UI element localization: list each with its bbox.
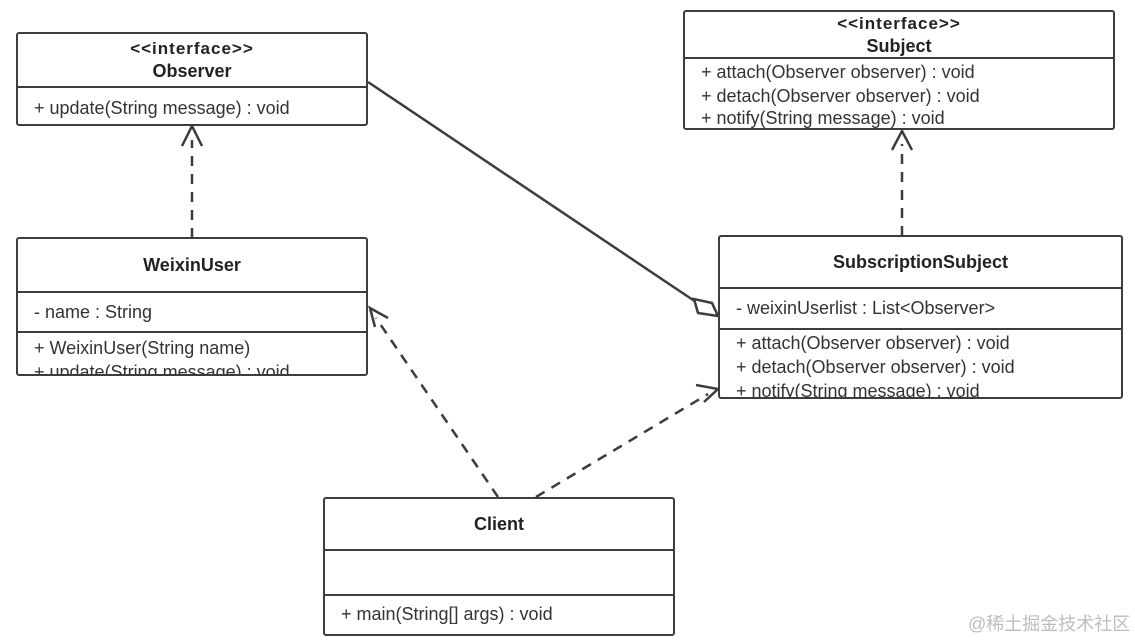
subject-name: Subject: [866, 35, 932, 56]
subject-method: + notify(String message) : void: [701, 108, 945, 128]
client-class-box: Client + main(String[] args) : void: [323, 497, 675, 636]
observer-methods: + update(String message) : void: [18, 86, 366, 124]
subject-interface-box: <<interface>> Subject + attach(Observer …: [683, 10, 1115, 130]
subscriptionsubject-attribute: - weixinUserlist : List<Observer>: [736, 298, 996, 318]
subscriptionsubject-header: SubscriptionSubject: [720, 237, 1121, 287]
subject-stereotype: <<interface>>: [837, 13, 961, 33]
watermark-text: @稀土掘金技术社区: [968, 614, 1131, 634]
subscriptionsubject-method: + notify(String message) : void: [736, 381, 980, 397]
subject-method: + attach(Observer observer) : void: [701, 62, 975, 82]
dependency-arrowhead-weixinuser: [368, 305, 389, 328]
subject-methods: + attach(Observer observer) : void + det…: [685, 57, 1113, 128]
weixinuser-attributes: - name : String: [18, 291, 366, 331]
observer-method: + update(String message) : void: [34, 98, 290, 118]
dependency-client-subscriptionsubject: [535, 392, 709, 499]
subscriptionsubject-methods: + attach(Observer observer) : void + det…: [720, 328, 1121, 397]
client-header: Client: [325, 499, 673, 549]
observer-interface-box: <<interface>> Observer + update(String m…: [16, 32, 368, 126]
weixinuser-method: + update(String message) : void: [34, 362, 290, 374]
subscriptionsubject-method: + attach(Observer observer) : void: [736, 333, 1010, 353]
weixinuser-name: WeixinUser: [143, 255, 241, 275]
weixinuser-attribute: - name : String: [34, 302, 153, 322]
observer-header: <<interface>> Observer: [18, 34, 366, 86]
subscriptionsubject-name: SubscriptionSubject: [832, 252, 1009, 272]
realization-arrowhead-observer: [180, 123, 204, 147]
weixinuser-methods: + WeixinUser(String name) + update(Strin…: [18, 331, 366, 374]
subscriptionsubject-class-box: SubscriptionSubject - weixinUserlist : L…: [718, 235, 1123, 399]
client-attributes: [325, 549, 673, 594]
observer-name: Observer: [152, 61, 232, 81]
client-method: + main(String[] args) : void: [341, 604, 553, 624]
aggregation-line: [367, 80, 697, 304]
subscriptionsubject-attributes: - weixinUserlist : List<Observer>: [720, 287, 1121, 328]
weixinuser-header: WeixinUser: [18, 239, 366, 291]
observer-stereotype: <<interface>>: [130, 39, 254, 58]
client-name: Client: [473, 514, 524, 534]
subject-header: <<interface>> Subject: [685, 12, 1113, 57]
realization-arrowhead-subject: [890, 128, 914, 151]
client-methods: + main(String[] args) : void: [325, 594, 673, 634]
subscriptionsubject-method: + detach(Observer observer) : void: [736, 357, 1015, 377]
aggregation-diamond: [692, 297, 721, 318]
weixinuser-class-box: WeixinUser - name : String + WeixinUser(…: [16, 237, 368, 376]
dependency-client-weixinuser: [374, 317, 500, 498]
weixinuser-method: + WeixinUser(String name): [34, 338, 251, 358]
subject-method: + detach(Observer observer) : void: [701, 86, 980, 106]
